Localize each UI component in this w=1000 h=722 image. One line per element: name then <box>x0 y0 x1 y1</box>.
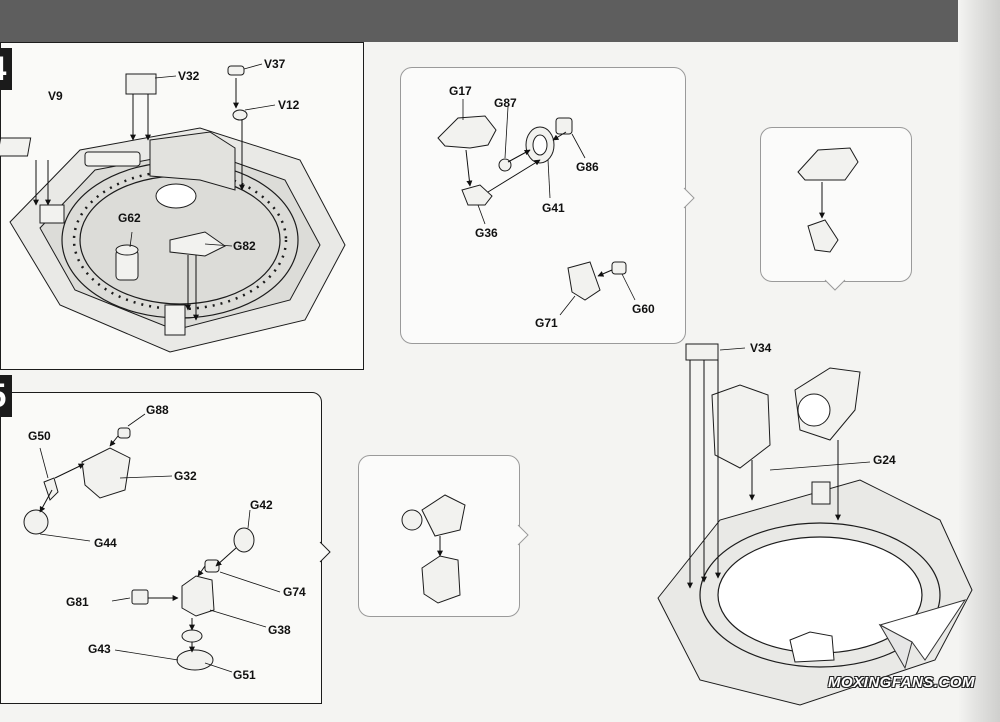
right-guide-arrows <box>687 360 841 589</box>
label-v32: V32 <box>178 69 200 83</box>
label-g17: G17 <box>449 84 472 98</box>
label-v12: V12 <box>278 98 300 112</box>
label-g32: G32 <box>174 469 197 483</box>
callout-a-parts <box>437 115 627 301</box>
label-g71: G71 <box>535 316 558 330</box>
right-leaders <box>719 347 871 471</box>
label-g87: G87 <box>494 96 517 110</box>
label-g43: G43 <box>88 642 111 656</box>
watermark-text: MOXINGFANS.COM <box>828 674 976 691</box>
callout-c-parts <box>401 494 466 604</box>
callout-gun-mount-assembly <box>400 67 686 344</box>
label-g36: G36 <box>475 226 498 240</box>
label-g74: G74 <box>283 585 306 599</box>
label-g50: G50 <box>28 429 51 443</box>
label-g82: G82 <box>233 239 256 253</box>
step-number-4: 4 <box>0 48 12 90</box>
right-turret-ring <box>699 522 941 668</box>
callout-a-arrows <box>465 131 613 277</box>
label-g60: G60 <box>632 302 655 316</box>
right-parts <box>685 343 861 663</box>
header-band <box>0 0 1000 42</box>
label-g24: G24 <box>873 453 896 467</box>
label-g41: G41 <box>542 201 565 215</box>
label-v34: V34 <box>750 341 772 355</box>
step-number-5: 5 <box>0 375 12 417</box>
step5-leaders <box>39 413 281 673</box>
label-g44: G44 <box>94 536 117 550</box>
step4-parts <box>0 65 248 336</box>
step5-parts <box>23 427 255 671</box>
callout-a-leaders <box>462 99 636 316</box>
label-g42: G42 <box>250 498 273 512</box>
step4-leader-lines <box>129 63 276 248</box>
label-v37: V37 <box>264 57 286 71</box>
label-g81: G81 <box>66 595 89 609</box>
label-g86: G86 <box>576 160 599 174</box>
step5-arrows <box>39 435 237 653</box>
label-g62: G62 <box>118 211 141 225</box>
label-g51: G51 <box>233 668 256 682</box>
label-v9: V9 <box>48 89 63 103</box>
callout-b-parts <box>797 147 859 253</box>
step4-guide-arrows <box>33 78 245 321</box>
watermark-plane-icon <box>878 599 967 670</box>
label-g88: G88 <box>146 403 169 417</box>
label-g38: G38 <box>268 623 291 637</box>
